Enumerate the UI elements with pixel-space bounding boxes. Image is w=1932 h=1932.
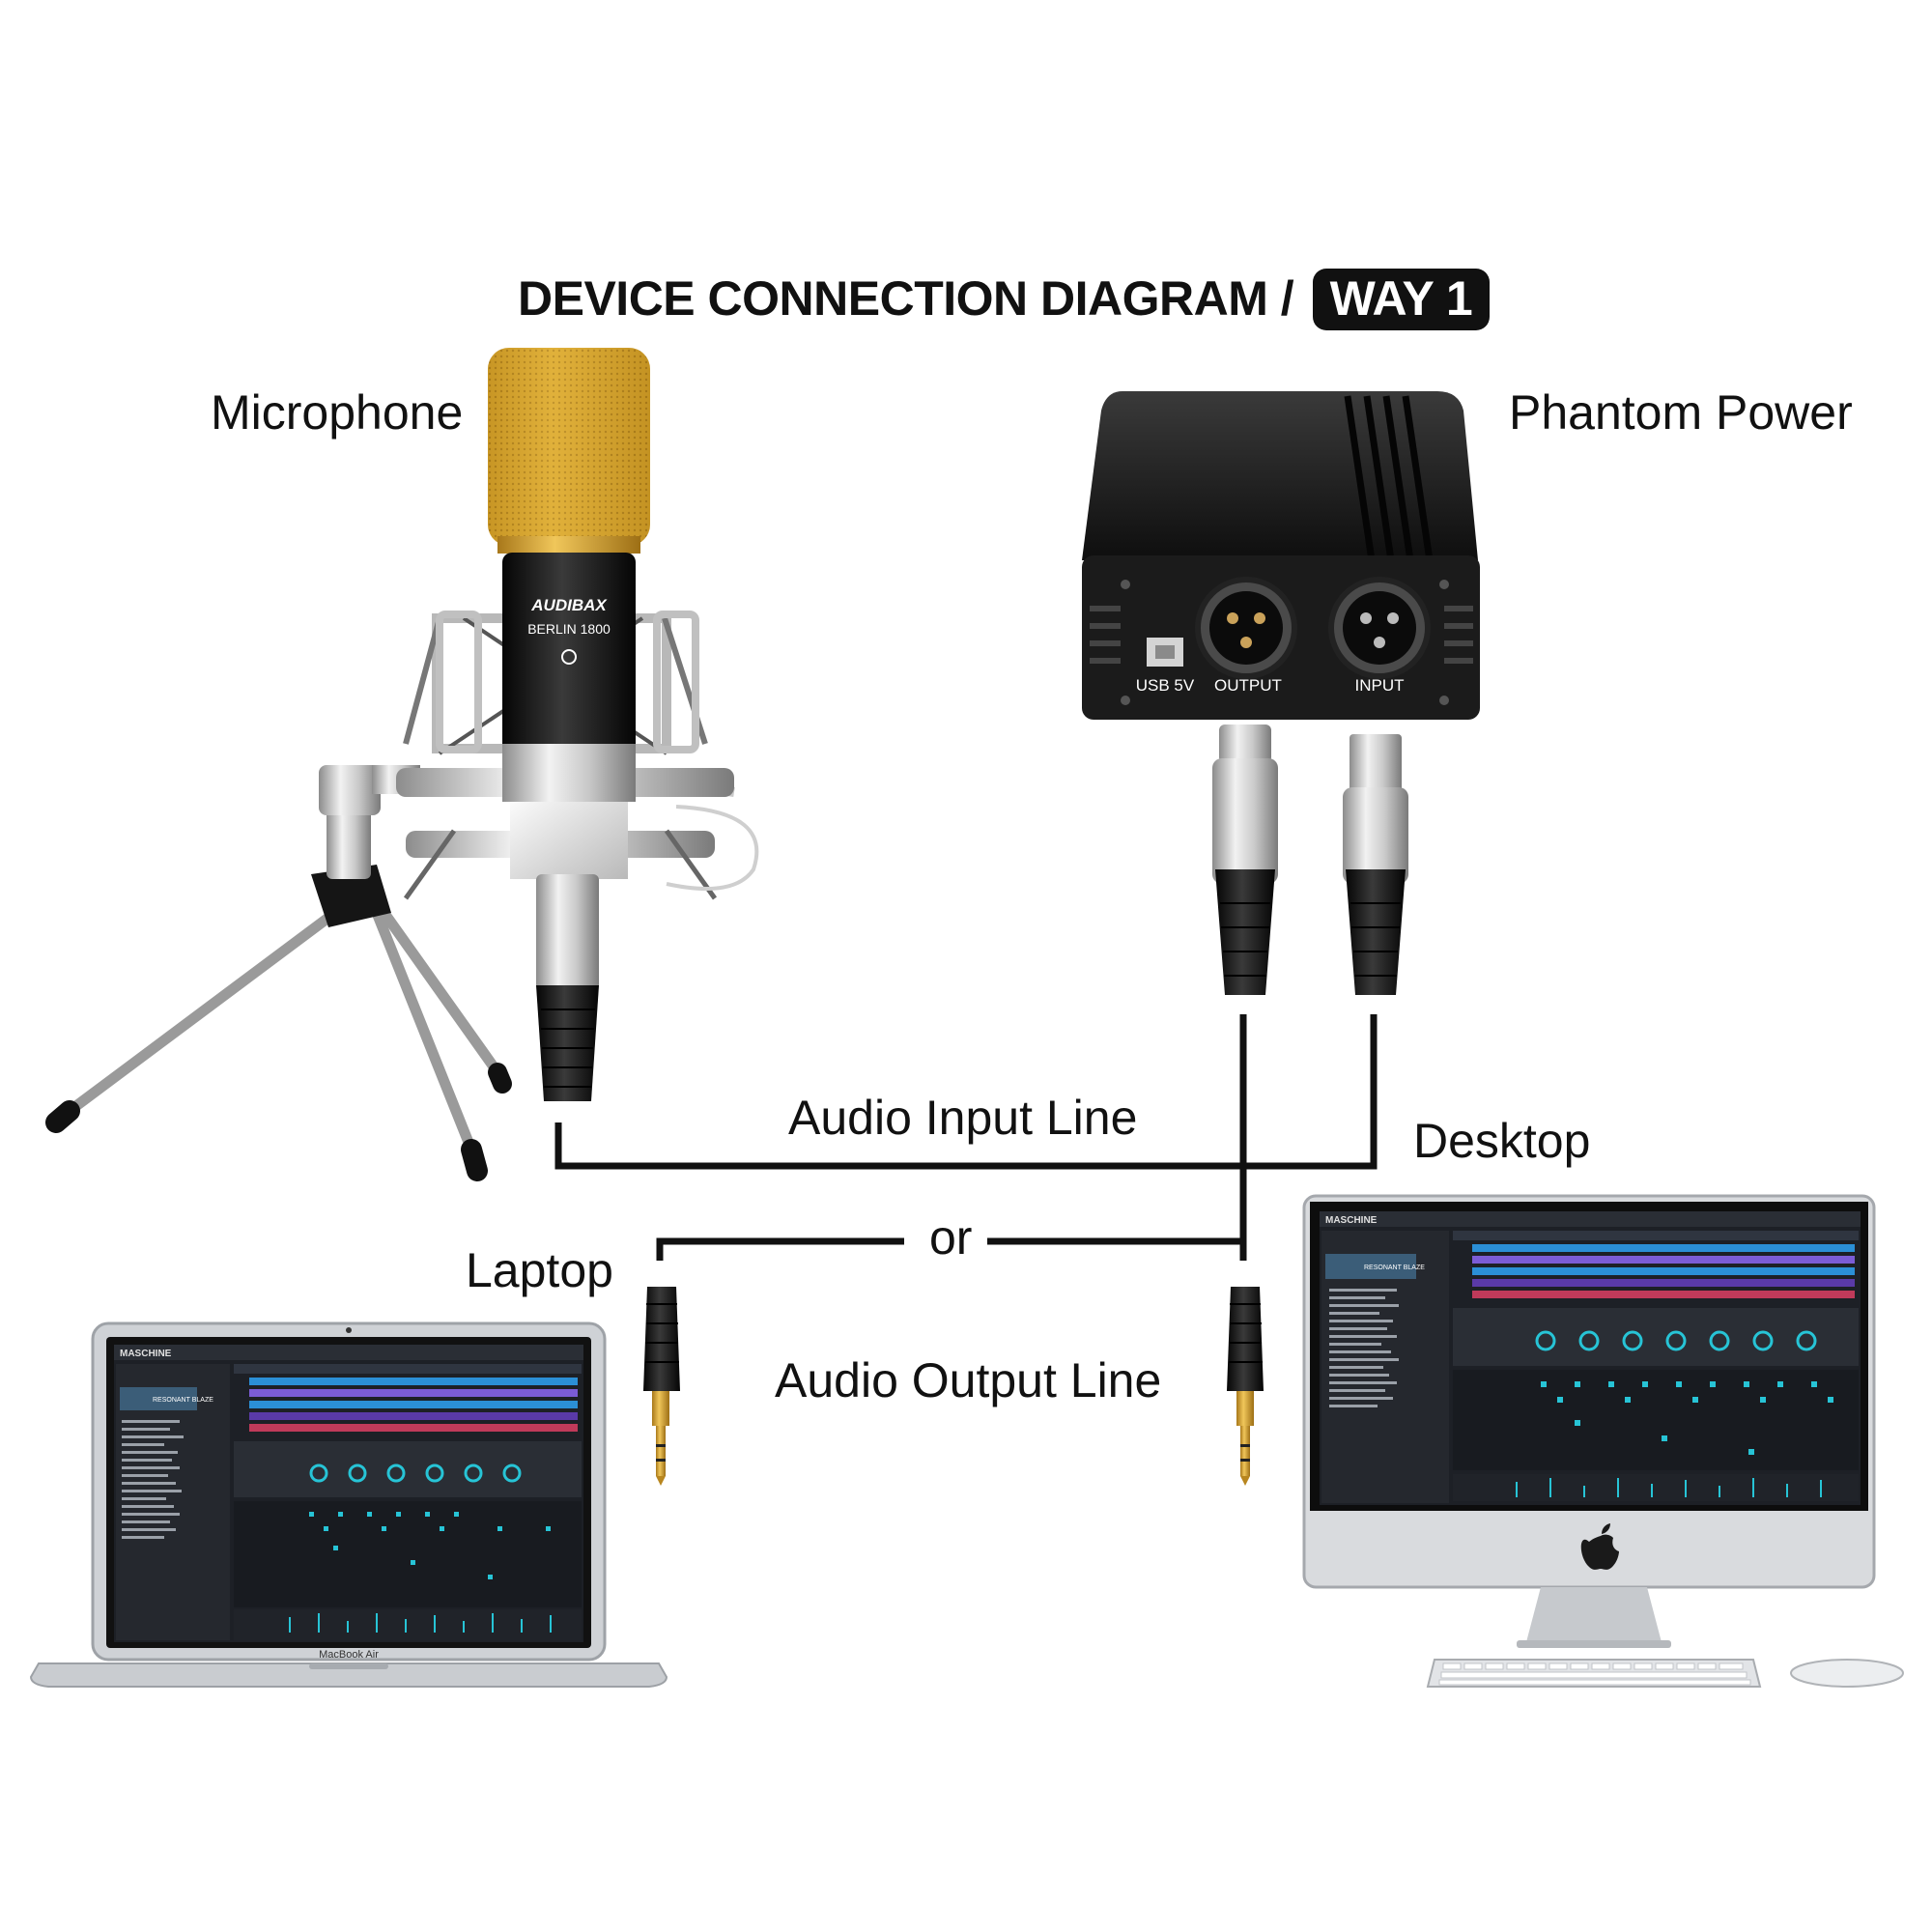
laptop-model-label: MacBook Air	[319, 1649, 379, 1661]
laptop-base	[29, 1662, 668, 1688]
xlr-male-plug	[1343, 734, 1408, 995]
laptop-label: Laptop	[466, 1243, 613, 1297]
laptop-audio-jack	[643, 1287, 680, 1486]
audio-output-wire-left	[656, 1237, 904, 1261]
or-label: or	[929, 1210, 973, 1264]
keyboard	[1426, 1659, 1762, 1688]
phantom-box-top	[1082, 391, 1478, 560]
desktop-label: Desktop	[1413, 1114, 1591, 1168]
desktop-audio-jack	[1227, 1287, 1264, 1486]
tripod-stand	[45, 765, 512, 1181]
audio-output-line-label: Audio Output Line	[775, 1353, 1162, 1407]
audio-input-line-label: Audio Input Line	[788, 1091, 1138, 1145]
laptop-preset-name: RESONANT BLAZE	[153, 1397, 213, 1404]
desktop-illustration: MASCHINE RESONANT BLAZE	[1302, 1194, 1904, 1688]
desktop-app-name: MASCHINE	[1325, 1215, 1378, 1226]
microphone-illustration: AUDIBAX BERLIN 1800	[45, 348, 759, 1181]
mic-pattern-icon	[561, 649, 577, 665]
laptop-lid	[91, 1321, 607, 1662]
usb-port-label: USB 5V	[1136, 676, 1195, 695]
phantom-power-label: Phantom Power	[1509, 385, 1853, 440]
laptop-illustration: MASCHINE RESONANT BLAZE	[29, 1321, 668, 1688]
desktop-screen: MASCHINE RESONANT BLAZE	[1320, 1211, 1861, 1505]
way-badge: WAY 1	[1312, 269, 1491, 330]
desktop-stand	[1526, 1587, 1662, 1642]
mic-head-grille	[488, 348, 650, 546]
laptop-screen: MASCHINE RESONANT BLAZE	[114, 1345, 583, 1642]
microphone-label: Microphone	[211, 385, 464, 440]
desktop-monitor	[1302, 1194, 1876, 1589]
mic-body	[502, 553, 636, 794]
input-port-label: INPUT	[1355, 676, 1405, 695]
mic-xlr-connector	[536, 874, 599, 990]
mouse	[1790, 1659, 1904, 1688]
xlr-female-plug	[1212, 724, 1278, 995]
desktop-preset-name: RESONANT BLAZE	[1364, 1264, 1425, 1271]
phantom-power-illustration: USB 5V OUTPUT INPUT	[1082, 391, 1480, 720]
apple-logo-icon	[1580, 1523, 1619, 1570]
shock-mount	[396, 611, 759, 900]
title-text: DEVICE CONNECTION DIAGRAM /	[518, 271, 1294, 326]
mic-brand-text: AUDIBAX	[530, 596, 608, 614]
phantom-box-front	[1082, 555, 1480, 720]
mic-model-text: BERLIN 1800	[527, 621, 611, 637]
output-xlr-jack	[1195, 577, 1297, 679]
output-port-label: OUTPUT	[1214, 676, 1282, 695]
diagram-title: DEVICE CONNECTION DIAGRAM / WAY 1	[518, 269, 1491, 330]
laptop-app-name: MASCHINE	[120, 1349, 172, 1359]
input-xlr-jack	[1328, 577, 1431, 679]
usb-port	[1147, 638, 1183, 667]
